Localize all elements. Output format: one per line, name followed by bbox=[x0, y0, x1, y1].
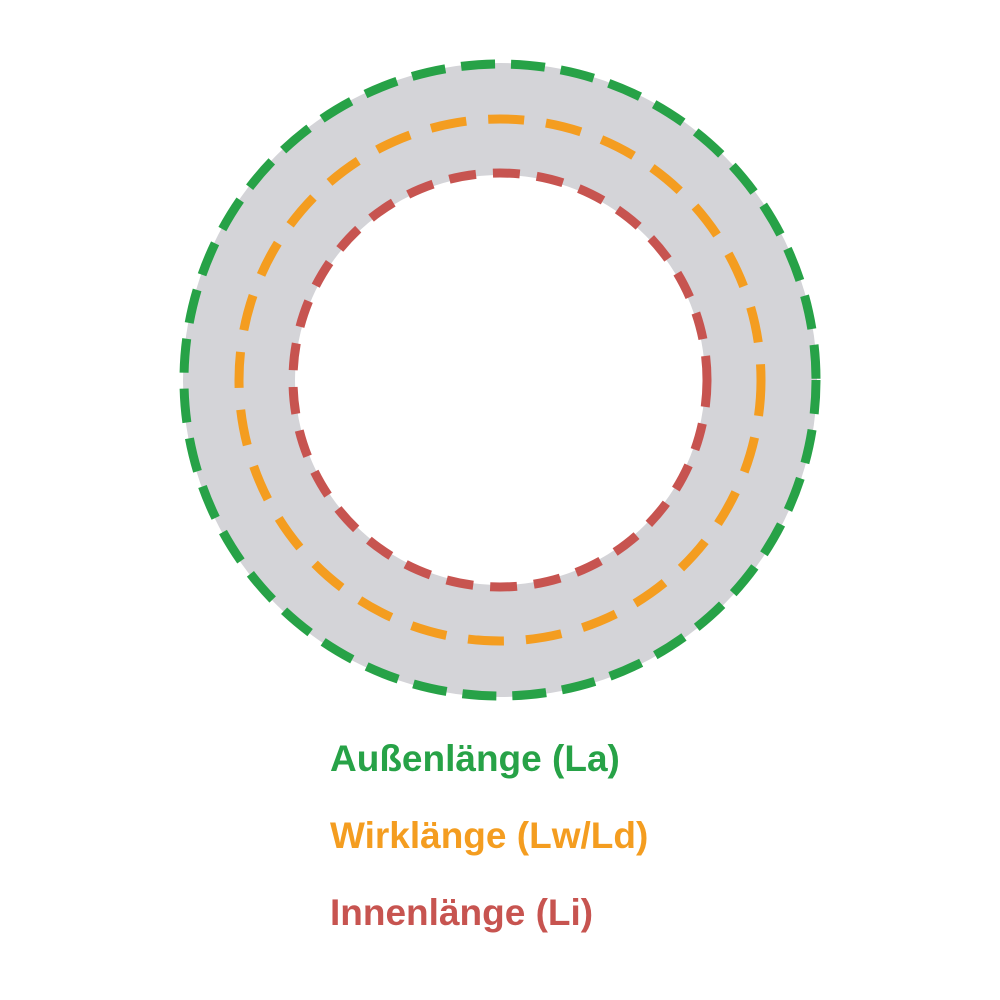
inner-length-circle bbox=[288, 168, 712, 592]
legend-label-inner-length: Innenlänge (Li) bbox=[330, 892, 594, 933]
effective-length-circle bbox=[234, 114, 766, 646]
legend: Außenlänge (La) Wirklänge (Lw/Ld) Innenl… bbox=[330, 740, 648, 931]
outer-length-circle bbox=[179, 59, 821, 701]
belt-ring-graphic bbox=[179, 59, 821, 701]
legend-label-outer-length: Außenlänge (La) bbox=[330, 738, 620, 779]
legend-label-effective-length: Wirklänge (Lw/Ld) bbox=[330, 815, 649, 856]
